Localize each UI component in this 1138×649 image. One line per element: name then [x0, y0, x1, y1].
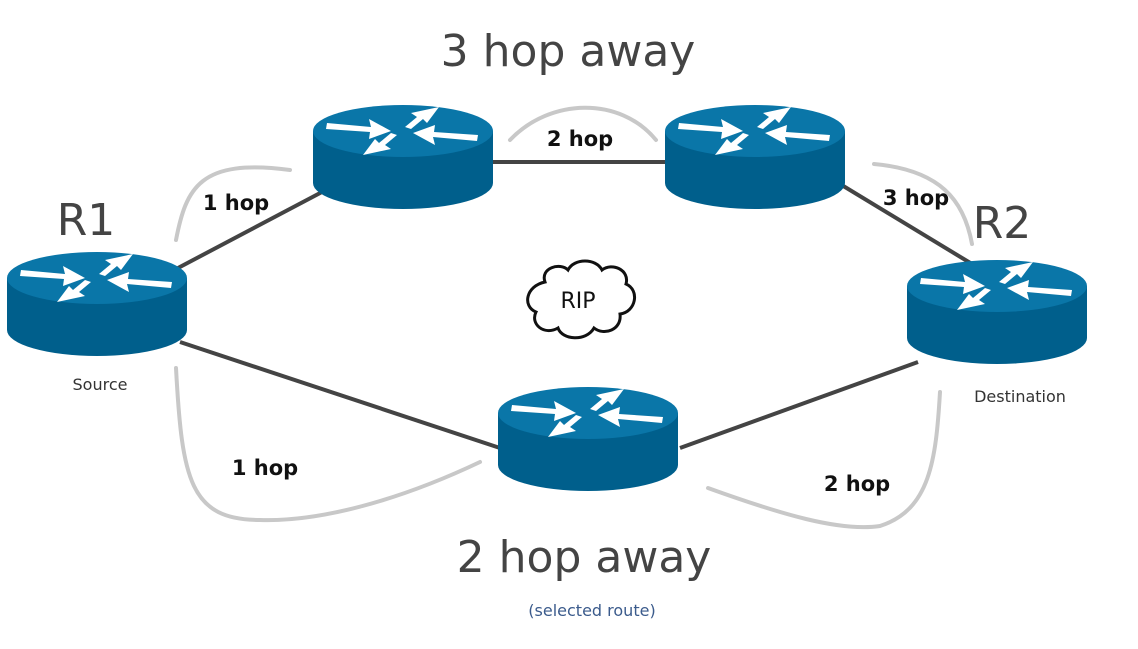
router-top-left-icon [313, 105, 493, 209]
hop-label-top-r2: 3 hop [883, 186, 949, 210]
arc-r1-bottom [174, 366, 482, 523]
bottom-route-title: 2 hop away [457, 532, 712, 583]
hop-label-top-mid: 2 hop [547, 127, 613, 151]
router-bottom-icon [498, 387, 678, 491]
arc-top-top [508, 105, 658, 142]
arc-r1-top [174, 165, 292, 242]
router-r1-icon [7, 252, 187, 356]
arc-bottom-r2 [706, 390, 942, 530]
link-r1-top [177, 190, 323, 270]
selected-route-note: (selected route) [528, 601, 655, 620]
router-r1-role: Source [73, 375, 128, 394]
protocol-label: RIP [560, 289, 595, 314]
router-r2-role: Destination [974, 387, 1066, 406]
router-r2-name: R2 [973, 198, 1032, 249]
arc-top-r2 [872, 162, 974, 246]
router-r1-name: R1 [57, 195, 116, 246]
top-route-title: 3 hop away [441, 26, 696, 77]
link-top-r2 [838, 182, 974, 266]
hop-label-bottom-r2: 2 hop [824, 472, 890, 496]
hop-label-r1-top: 1 hop [203, 191, 269, 215]
router-r2-icon [907, 260, 1087, 364]
rip-cloud-icon [526, 259, 636, 340]
link-r1-bottom [179, 340, 501, 450]
hop-label-r1-bottom: 1 hop [232, 456, 298, 480]
link-bottom-r2 [679, 360, 919, 450]
router-top-right-icon [665, 105, 845, 209]
